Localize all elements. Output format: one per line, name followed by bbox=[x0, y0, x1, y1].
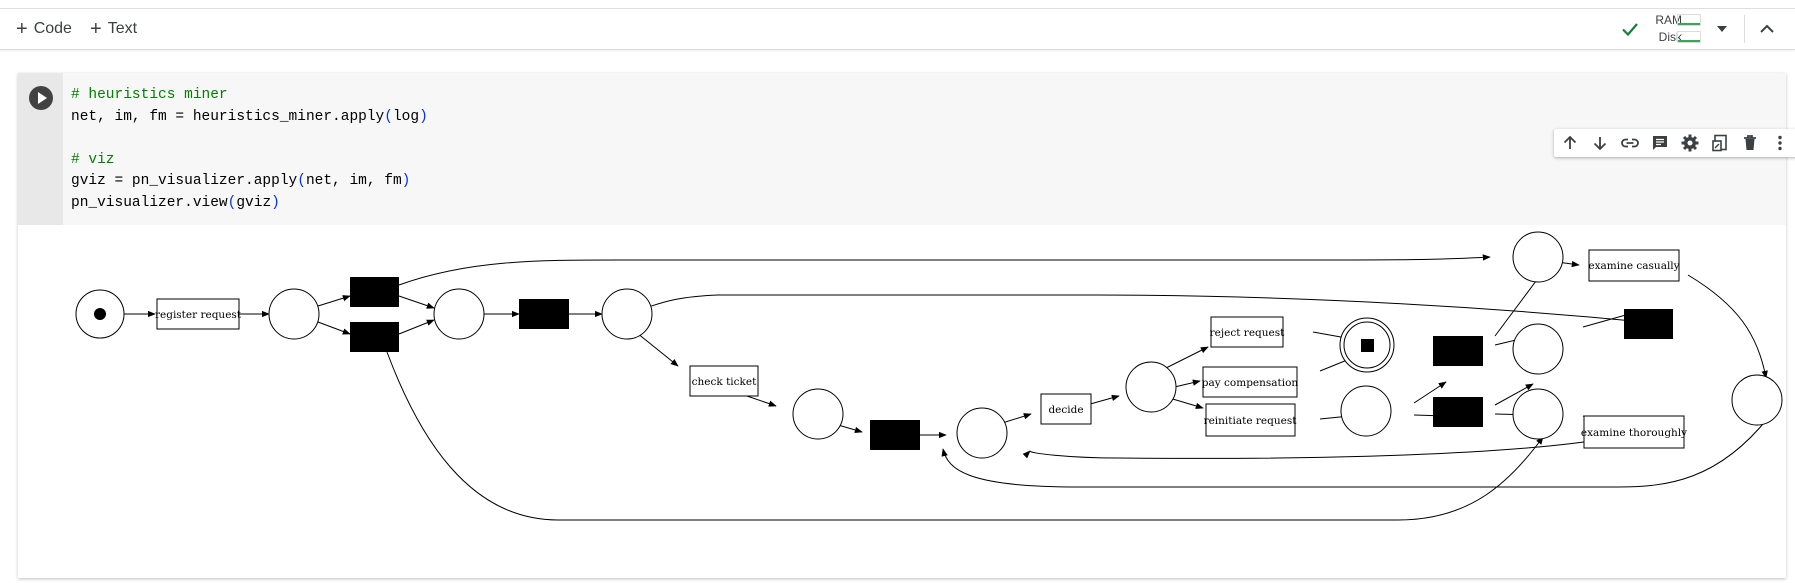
disk-label: Disk bbox=[1658, 30, 1682, 44]
comment-icon[interactable] bbox=[1650, 133, 1670, 153]
link-icon[interactable] bbox=[1620, 133, 1640, 153]
code-line: pn_visualizer.view(gviz) bbox=[71, 194, 280, 211]
add-code-button[interactable]: + Code bbox=[16, 17, 72, 41]
petri-net-places bbox=[75, 231, 1783, 459]
silent-transition bbox=[1433, 336, 1483, 366]
place bbox=[1340, 385, 1392, 437]
silent-transition bbox=[1433, 397, 1483, 427]
cell-gutter bbox=[18, 73, 63, 225]
place bbox=[1512, 388, 1564, 440]
code-cell[interactable]: # heuristics miner net, im, fm = heuristi… bbox=[18, 73, 1795, 578]
caret-down-icon[interactable] bbox=[1712, 21, 1732, 37]
add-text-button[interactable]: + Text bbox=[90, 17, 137, 41]
disk-meter bbox=[1677, 31, 1701, 43]
code-line: # heuristics miner bbox=[71, 87, 228, 103]
cell-output: register request check ticket decide rej… bbox=[18, 225, 1786, 578]
check-icon bbox=[1622, 23, 1638, 37]
silent-transition bbox=[350, 277, 399, 307]
cell-toolbar bbox=[1554, 129, 1795, 157]
place bbox=[1512, 323, 1564, 375]
code-line: net, im, fm = heuristics_miner.apply(log… bbox=[71, 108, 428, 125]
more-vert-icon[interactable] bbox=[1770, 133, 1790, 153]
code-line: # viz bbox=[71, 151, 115, 168]
arrow-up-icon[interactable] bbox=[1560, 133, 1580, 153]
place bbox=[1512, 231, 1564, 283]
silent-transition bbox=[350, 322, 399, 352]
place bbox=[956, 407, 1008, 459]
run-cell-button[interactable] bbox=[29, 86, 53, 110]
resource-monitor[interactable]: RAM Disk bbox=[1646, 12, 1682, 46]
place bbox=[792, 388, 844, 440]
code-editor[interactable]: # heuristics miner net, im, fm = heuristi… bbox=[63, 73, 1786, 225]
end-marker bbox=[1361, 339, 1374, 352]
place bbox=[601, 288, 653, 340]
silent-transition bbox=[870, 420, 920, 450]
place bbox=[268, 288, 320, 340]
labeled-transitions: register request check ticket decide rej… bbox=[155, 249, 1687, 449]
transition-reject-request: reject request bbox=[1210, 327, 1285, 339]
petri-net-graph: register request check ticket decide rej… bbox=[75, 231, 1783, 521]
place bbox=[433, 288, 485, 340]
plus-icon: + bbox=[16, 18, 28, 40]
notebook-toolbar: + Code + Text RAM Disk bbox=[0, 9, 1795, 50]
gear-icon[interactable] bbox=[1680, 133, 1700, 153]
chevron-up-icon[interactable] bbox=[1756, 18, 1778, 40]
ram-meter bbox=[1677, 14, 1701, 26]
arrow-down-icon[interactable] bbox=[1590, 133, 1610, 153]
transition-decide: decide bbox=[1048, 404, 1083, 416]
add-text-label: Text bbox=[107, 20, 138, 37]
silent-transition bbox=[1624, 309, 1673, 339]
toolbar-divider bbox=[1744, 15, 1745, 43]
code-text: # heuristics miner net, im, fm = heuristi… bbox=[71, 85, 428, 214]
top-border bbox=[0, 8, 1795, 9]
silent-transitions bbox=[350, 277, 1673, 450]
silent-transition bbox=[519, 299, 569, 329]
transition-reinitiate-request: reinitiate request bbox=[1204, 415, 1298, 427]
transition-examine-casually: examine casually bbox=[1588, 260, 1679, 272]
transition-check-ticket: check ticket bbox=[692, 376, 757, 388]
start-token bbox=[94, 308, 106, 320]
transition-examine-thoroughly: examine thoroughly bbox=[1581, 427, 1687, 439]
trash-icon[interactable] bbox=[1740, 133, 1760, 153]
code-line bbox=[71, 128, 428, 150]
transition-pay-compensation: pay compensation bbox=[1202, 377, 1299, 389]
transition-register-request: register request bbox=[155, 309, 242, 321]
code-line: gviz = pn_visualizer.apply(net, im, fm) bbox=[71, 173, 411, 189]
ram-label: RAM bbox=[1655, 13, 1682, 27]
place bbox=[1731, 374, 1783, 426]
place bbox=[1125, 361, 1177, 413]
mirror-cell-icon[interactable] bbox=[1710, 133, 1730, 153]
add-code-label: Code bbox=[33, 20, 72, 37]
plus-icon: + bbox=[90, 18, 102, 40]
